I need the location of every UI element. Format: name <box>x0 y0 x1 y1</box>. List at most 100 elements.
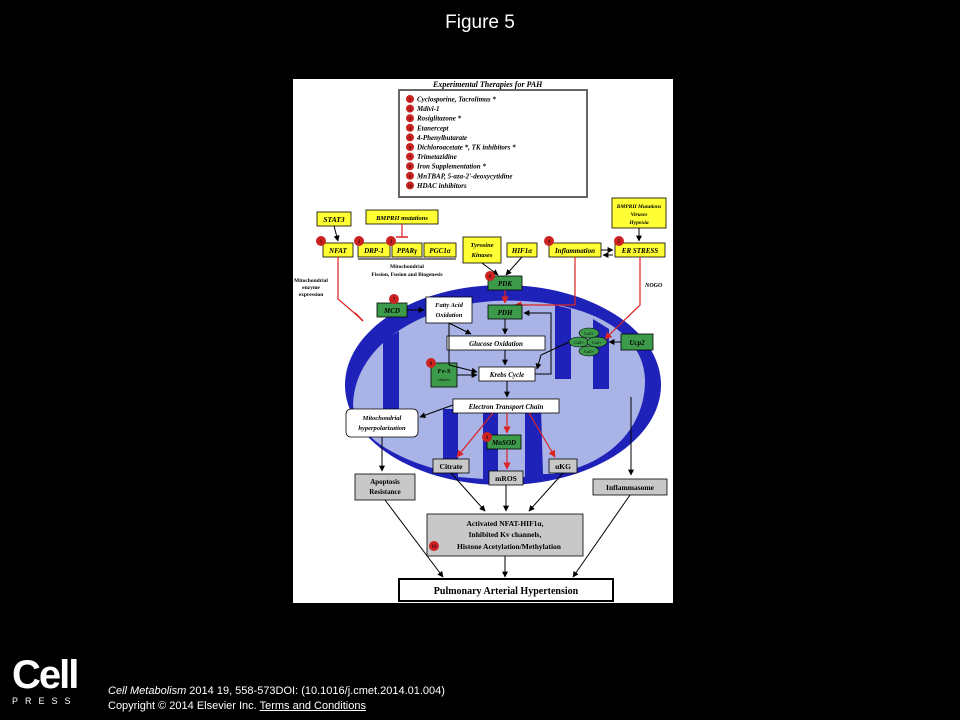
enzyme-label-2: enzyme <box>302 285 320 291</box>
ca-label: Ca2+ <box>584 331 594 336</box>
calcium-cluster: Ca2+ Ca2+ Ca2+ Ca2+ <box>568 327 608 357</box>
hif1a-label: HIF1α <box>511 247 532 255</box>
ucp2-label: Ucp2 <box>629 339 645 347</box>
citrate-label: Citrate <box>440 462 464 471</box>
pgc1a-box <box>423 242 457 258</box>
inflammation-label: Inflammation <box>554 247 595 255</box>
upstream-signals: STAT3 BMPRII mutations BMPRII Mutations … <box>294 197 667 298</box>
fatty-acid-label-2: Oxidation <box>436 312 463 319</box>
therapy-item: Etanercept <box>416 124 450 132</box>
krebs-cycle-label: Krebs Cycle <box>489 371 524 379</box>
bmprii-viruses-label: BMPRII Mutations <box>616 204 661 210</box>
therapy-number-marker <box>406 123 414 132</box>
therapy-number-marker <box>406 152 414 161</box>
therapy-item: 4-Phenylbutarate <box>416 134 467 142</box>
citation-line-1: Cell Metabolism 2014 19, 558-573DOI: (10… <box>108 684 445 699</box>
bmprii-label: BMPRII mutations <box>375 215 428 222</box>
therapy-marker-6 <box>485 271 495 281</box>
enzyme-label-1: Mitochondrial <box>294 278 328 284</box>
glucose-oxidation-box <box>446 335 546 351</box>
therapy-number: 10 <box>408 183 413 188</box>
mitochondrial-arrows <box>379 290 634 476</box>
hypoxia-label: Hypoxia <box>628 220 648 226</box>
slide-title: Figure 5 <box>445 12 515 33</box>
ca-label: Ca2+ <box>574 340 584 345</box>
drp1-label: DRP-1 <box>363 247 384 255</box>
mnsod-label: MnSOD <box>491 439 516 447</box>
therapy-number: 3 <box>409 116 412 121</box>
therapy-number-marker <box>406 143 414 151</box>
kinases-label: Kinases <box>471 252 493 259</box>
pdk-label: PDK <box>498 280 513 288</box>
er-stress-label: ER STRESS <box>621 247 658 255</box>
ppar-box <box>391 242 423 258</box>
crista <box>383 331 399 409</box>
akg-label: αKG <box>555 462 571 471</box>
activated-label-2: Inhibited Kv channels, <box>469 530 542 539</box>
citation-line-2: Copyright © 2014 Elsevier Inc. Terms and… <box>108 699 445 714</box>
therapy-number-marker <box>406 114 414 123</box>
pgc1a-label: PGC1α <box>429 247 451 255</box>
therapy-number: 2 <box>409 107 411 112</box>
pah-box <box>398 578 614 602</box>
therapy-item: MnTBAP, 5-aza-2'-deoxycytidine <box>416 172 513 180</box>
etc-box <box>452 398 560 414</box>
fes-label: Fe-S <box>438 368 451 375</box>
fission-label-2: Fission, Fusion and Biogenesis <box>371 272 442 278</box>
apoptosis-box <box>354 473 416 501</box>
upstream-connectors <box>333 224 642 340</box>
logo-sub: PRESS <box>12 696 78 706</box>
copyright: Copyright © 2014 Elsevier Inc. <box>108 700 257 712</box>
therapy-marker-number: 8 <box>430 362 433 367</box>
therapy-marker-number: 4 <box>548 240 551 245</box>
ppar-label: PPARγ <box>397 247 417 255</box>
therapy-marker-number: 9 <box>486 436 489 441</box>
therapy-marker-9 <box>482 432 492 442</box>
therapy-marker-number: 10 <box>432 545 438 550</box>
crista <box>555 305 571 379</box>
mcd-label: MCD <box>383 307 400 315</box>
ca-label: Ca2+ <box>584 349 594 354</box>
therapy-item: Mdivi-1 <box>416 105 440 113</box>
therapy-number: 4 <box>409 126 412 131</box>
therapy-number-marker <box>406 181 414 190</box>
therapy-item: Dichloroacetate *, TK inhibitors * <box>416 144 516 152</box>
therapy-item: Rosiglitazone * <box>416 115 462 123</box>
enzyme-label-3: expression <box>299 292 324 298</box>
mros-label: mROS <box>495 474 517 483</box>
therapies-title: Experimental Therapies for PAH <box>432 80 543 89</box>
fes-box <box>430 362 458 388</box>
therapy-number-marker <box>406 162 414 171</box>
fes-sub-label: clusters <box>438 377 451 382</box>
ca-label: Ca2+ <box>592 340 602 345</box>
therapy-item: Trimetazidine <box>417 153 457 161</box>
logo-word: Cell <box>12 653 79 697</box>
cell-press-logo: Cell PRESS <box>12 655 80 706</box>
therapy-marker-8 <box>426 358 436 368</box>
therapy-number: 6 <box>409 145 412 150</box>
fission-label-1: Mitochondrial <box>390 264 424 270</box>
fatty-acid-label-1: Fatty Acid <box>435 302 463 309</box>
therapy-number: 7 <box>409 155 412 160</box>
therapy-marker-number: 5 <box>618 240 621 245</box>
therapy-number: 8 <box>409 164 412 169</box>
fatty-acid-box <box>425 296 473 324</box>
therapy-number: 9 <box>409 174 412 179</box>
terms-link[interactable]: Terms and Conditions <box>259 700 366 712</box>
drp1-box <box>357 242 391 258</box>
journal-name: Cell Metabolism <box>108 685 187 697</box>
apoptosis-label-2: Resistance <box>369 488 401 496</box>
citation: Cell Metabolism 2014 19, 558-573DOI: (10… <box>108 684 445 714</box>
tyrosine-kinases-box <box>462 236 502 264</box>
therapy-marker-2 <box>354 236 364 246</box>
therapy-number-marker <box>406 133 414 142</box>
activated-box <box>426 513 584 557</box>
pah-label: Pulmonary Arterial Hypertension <box>434 586 579 597</box>
therapy-marker-number: 2 <box>358 240 361 245</box>
nogo-label: NOGO <box>644 283 663 289</box>
therapy-number: 1 <box>409 97 411 102</box>
